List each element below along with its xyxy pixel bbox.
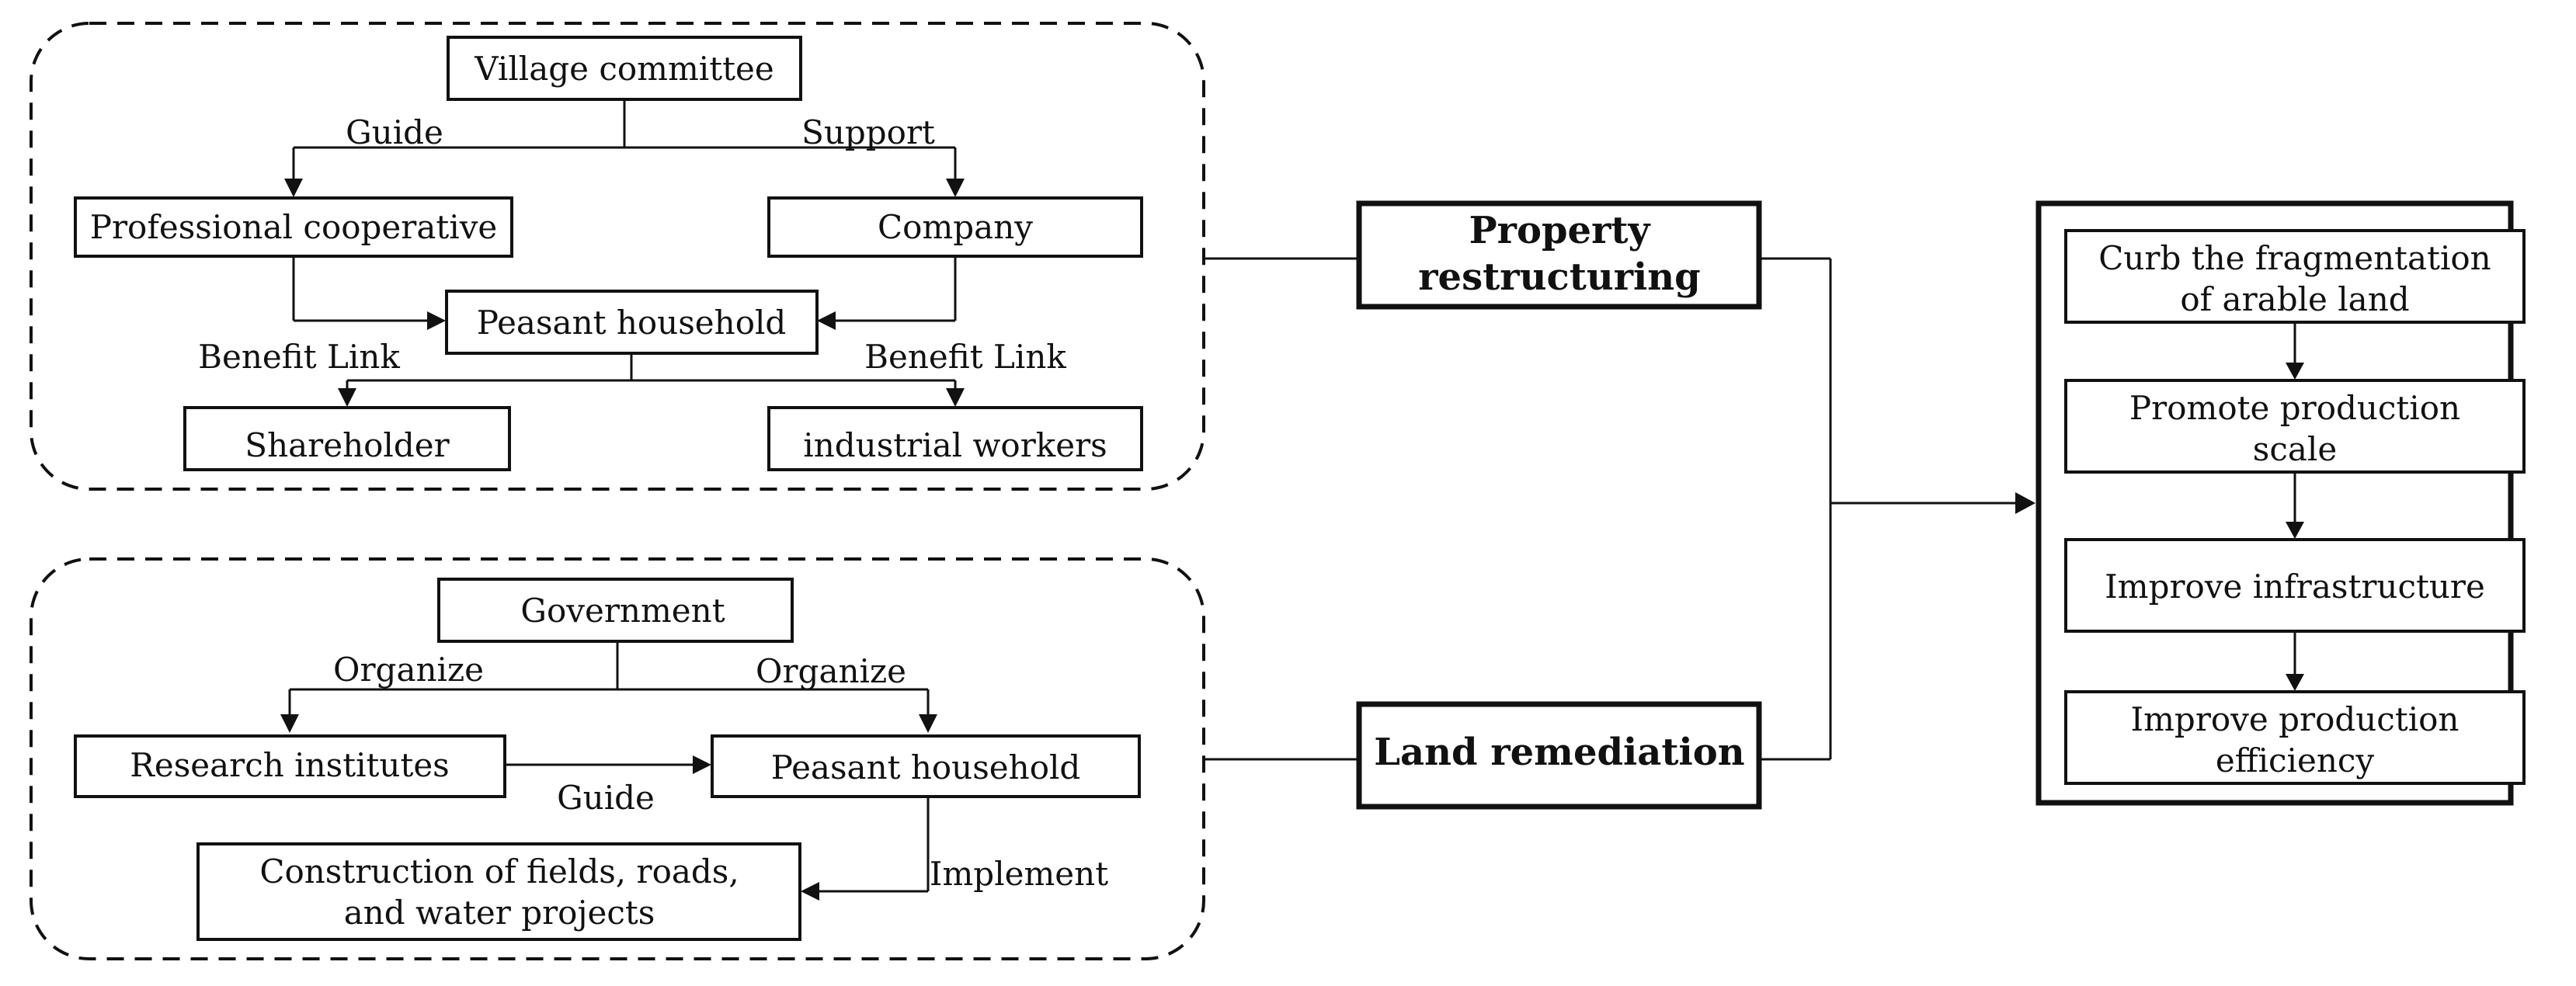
company-label: Company bbox=[878, 208, 1033, 246]
property-group-connectors bbox=[284, 99, 965, 407]
arrow-to-outcomes bbox=[2015, 492, 2035, 514]
arrow-to-construction bbox=[801, 882, 819, 901]
government-label: Government bbox=[520, 592, 725, 630]
peasant-household-label-bottom: Peasant household bbox=[771, 748, 1081, 786]
property-restructuring-label-line1: Property bbox=[1469, 209, 1652, 252]
industrial-workers-node: industrial workers bbox=[767, 406, 1143, 471]
arrow-research-to-peasant bbox=[693, 755, 711, 774]
research-institutes-label: Research institutes bbox=[130, 746, 450, 784]
shareholder-label: Shareholder bbox=[245, 426, 450, 464]
arrow-to-industrial-workers bbox=[946, 388, 965, 407]
middle-connectors bbox=[1205, 257, 2035, 761]
industrial-workers-label: industrial workers bbox=[803, 426, 1107, 464]
organize-right-label: Organize bbox=[756, 652, 906, 690]
support-label: Support bbox=[801, 113, 935, 151]
curb-fragmentation-label-line1: Curb the fragmentation bbox=[2098, 239, 2491, 277]
arrow-infrastructure-to-efficiency bbox=[2286, 674, 2304, 691]
peasant-household-label-top: Peasant household bbox=[477, 304, 787, 342]
arrow-company-to-peasant bbox=[817, 311, 836, 330]
construction-label-line1: Construction of fields, roads, bbox=[259, 852, 739, 891]
land-remediation-node: Land remediation bbox=[1356, 701, 1762, 810]
arrow-to-company bbox=[946, 179, 965, 197]
infrastructure-label: Improve infrastructure bbox=[2105, 568, 2485, 606]
land-group-connectors bbox=[280, 641, 937, 901]
guide-label-bottom: Guide bbox=[557, 779, 655, 817]
guide-label: Guide bbox=[346, 113, 443, 151]
production-scale-label-line2: scale bbox=[2253, 430, 2337, 468]
production-efficiency-label-line1: Improve production bbox=[2131, 700, 2460, 738]
infrastructure-node: Improve infrastructure bbox=[2064, 538, 2526, 633]
land-group-container bbox=[30, 557, 1205, 960]
construction-label-line2: and water projects bbox=[344, 894, 655, 932]
property-restructuring-node: Property restructuring bbox=[1356, 200, 1762, 310]
benefit-link-left-label: Benefit Link bbox=[198, 338, 400, 376]
curb-fragmentation-node: Curb the fragmentation of arable land bbox=[2064, 229, 2526, 324]
implement-label: Implement bbox=[930, 855, 1108, 893]
arrow-scale-to-infrastructure bbox=[2286, 522, 2304, 539]
shareholder-node: Shareholder bbox=[183, 406, 511, 471]
organize-left-label: Organize bbox=[333, 651, 484, 689]
village-committee-node: Village committee bbox=[447, 36, 802, 101]
property-group-container bbox=[30, 22, 1205, 491]
research-institutes-node: Research institutes bbox=[74, 734, 506, 798]
arrow-curb-to-scale bbox=[2286, 363, 2304, 380]
arrow-to-peasant-household-bottom bbox=[919, 714, 937, 733]
arrow-coop-to-peasant bbox=[427, 311, 446, 330]
government-node: Government bbox=[437, 578, 794, 643]
production-efficiency-node: Improve production efficiency bbox=[2064, 690, 2526, 785]
property-restructuring-label-line2: restructuring bbox=[1418, 255, 1701, 299]
arrow-to-shareholder bbox=[338, 388, 356, 407]
construction-node: Construction of fields, roads, and water… bbox=[196, 842, 801, 941]
production-efficiency-label-line2: efficiency bbox=[2216, 741, 2375, 779]
arrow-to-research-institutes bbox=[280, 714, 299, 733]
benefit-link-right-label: Benefit Link bbox=[864, 338, 1066, 376]
production-scale-label-line1: Promote production bbox=[2129, 389, 2460, 427]
curb-fragmentation-label-line2: of arable land bbox=[2180, 280, 2409, 318]
professional-cooperative-node: Professional cooperative bbox=[74, 196, 513, 258]
professional-cooperative-label: Professional cooperative bbox=[90, 208, 498, 246]
production-scale-node: Promote production scale bbox=[2064, 379, 2526, 474]
land-remediation-label: Land remediation bbox=[1374, 731, 1744, 774]
village-committee-label: Village committee bbox=[474, 50, 773, 88]
arrow-to-cooperative bbox=[284, 179, 303, 197]
peasant-household-node-top: Peasant household bbox=[445, 290, 819, 355]
outcome-connectors bbox=[2286, 322, 2304, 691]
peasant-household-node-bottom: Peasant household bbox=[711, 734, 1141, 798]
company-node: Company bbox=[767, 196, 1143, 258]
